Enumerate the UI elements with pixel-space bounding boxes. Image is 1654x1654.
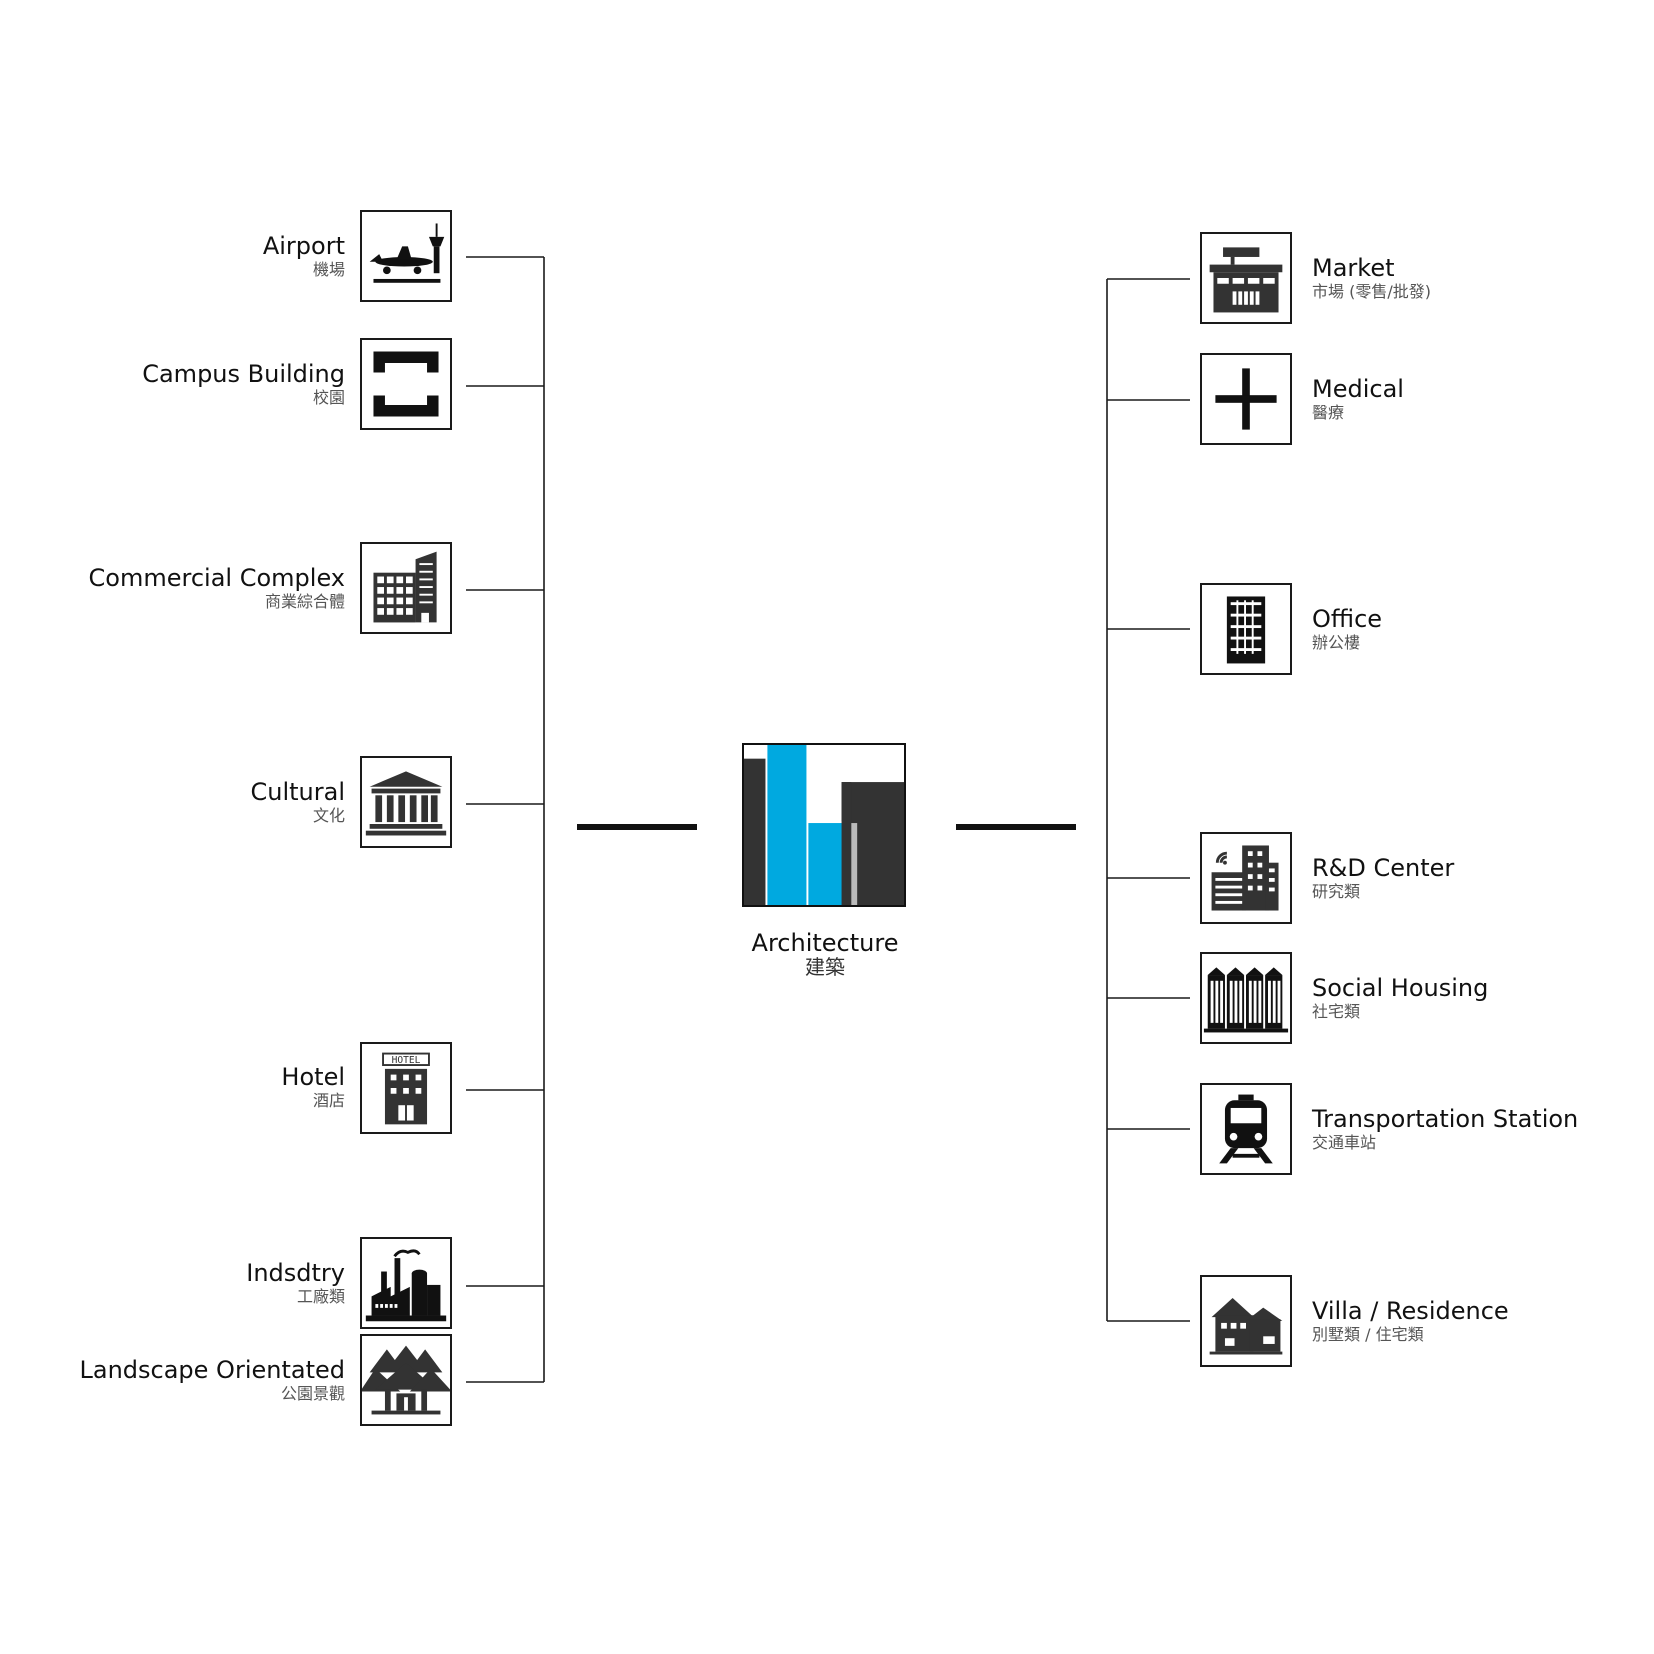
research-center-icon (1200, 832, 1292, 924)
node-label-en: Office (1312, 605, 1383, 633)
node-label-en: Medical (1312, 375, 1404, 403)
node-label-en: Indsdtry (246, 1259, 345, 1287)
node-rd-label: R&D Center 研究類 (1312, 854, 1654, 902)
node-label-en: R&D Center (1312, 854, 1455, 882)
node-label-en: Commercial Complex (88, 564, 345, 592)
node-label-zh: 機場 (312, 260, 345, 279)
svg-text:HOTEL: HOTEL (392, 1055, 421, 1066)
node-label-en: Market (1312, 254, 1395, 282)
node-label-zh: 社宅類 (1312, 1002, 1361, 1021)
node-industry-label: Indsdtry 工廠類 (15, 1259, 345, 1307)
node-campus-label: Campus Building 校園 (15, 360, 345, 408)
center-label-zh: 建築 (805, 955, 845, 979)
factory-icon (360, 1237, 452, 1329)
architecture-logo-icon (742, 743, 906, 907)
landscape-pavilion-icon (360, 1334, 452, 1426)
hotel-icon: HOTEL (360, 1042, 452, 1134)
node-label-zh: 商業綜合體 (264, 592, 345, 611)
node-label-en: Cultural (250, 778, 346, 806)
node-label-zh: 公園景觀 (280, 1384, 345, 1403)
node-label-zh: 研究類 (1312, 882, 1361, 901)
node-medical-label: Medical 醫療 (1312, 375, 1654, 423)
node-market-label: Market 市場 (零售/批發) (1312, 254, 1654, 302)
node-label-zh: 交通車站 (1312, 1133, 1377, 1152)
office-tower-icon (1200, 583, 1292, 675)
node-commercial-label: Commercial Complex 商業綜合體 (15, 564, 345, 612)
node-label-zh: 文化 (312, 806, 345, 825)
node-label-en: Social Housing (1312, 974, 1489, 1002)
node-social-housing-label: Social Housing 社宅類 (1312, 974, 1654, 1022)
node-villa-label: Villa / Residence 別墅類 / 住宅類 (1312, 1297, 1654, 1345)
node-label-zh: 辦公樓 (1312, 633, 1361, 652)
center-label-en: Architecture (751, 929, 899, 957)
node-hotel-label: Hotel 酒店 (15, 1063, 345, 1111)
node-label-zh: 醫療 (1312, 403, 1345, 422)
airport-icon (360, 210, 452, 302)
social-housing-icon (1200, 952, 1292, 1044)
medical-cross-icon (1200, 353, 1292, 445)
node-label-en: Landscape Orientated (79, 1356, 346, 1384)
market-icon (1200, 232, 1292, 324)
node-label-zh: 酒店 (312, 1091, 345, 1110)
node-airport-label: Airport 機場 (15, 232, 345, 280)
commercial-building-icon (360, 542, 452, 634)
node-label-en: Campus Building (142, 360, 345, 388)
train-icon (1200, 1083, 1292, 1175)
node-label-zh: 別墅類 / 住宅類 (1312, 1325, 1424, 1344)
node-label-zh: 工廠類 (296, 1287, 345, 1306)
node-label-en: Transportation Station (1312, 1105, 1579, 1133)
node-cultural-label: Cultural 文化 (15, 778, 346, 826)
node-label-zh: 校園 (312, 388, 345, 407)
node-office-label: Office 辦公樓 (1312, 605, 1654, 653)
villa-icon (1200, 1275, 1292, 1367)
node-label-en: Hotel (281, 1063, 345, 1091)
node-transport-label: Transportation Station 交通車站 (1312, 1105, 1654, 1153)
node-label-en: Airport (262, 232, 345, 260)
node-landscape-label: Landscape Orientated 公園景觀 (15, 1356, 346, 1404)
node-label-en: Villa / Residence (1312, 1297, 1509, 1325)
campus-icon (360, 338, 452, 430)
node-label-zh: 市場 (零售/批發) (1312, 282, 1431, 301)
museum-icon (360, 756, 452, 848)
center-label: Architecture 建築 (705, 929, 945, 977)
